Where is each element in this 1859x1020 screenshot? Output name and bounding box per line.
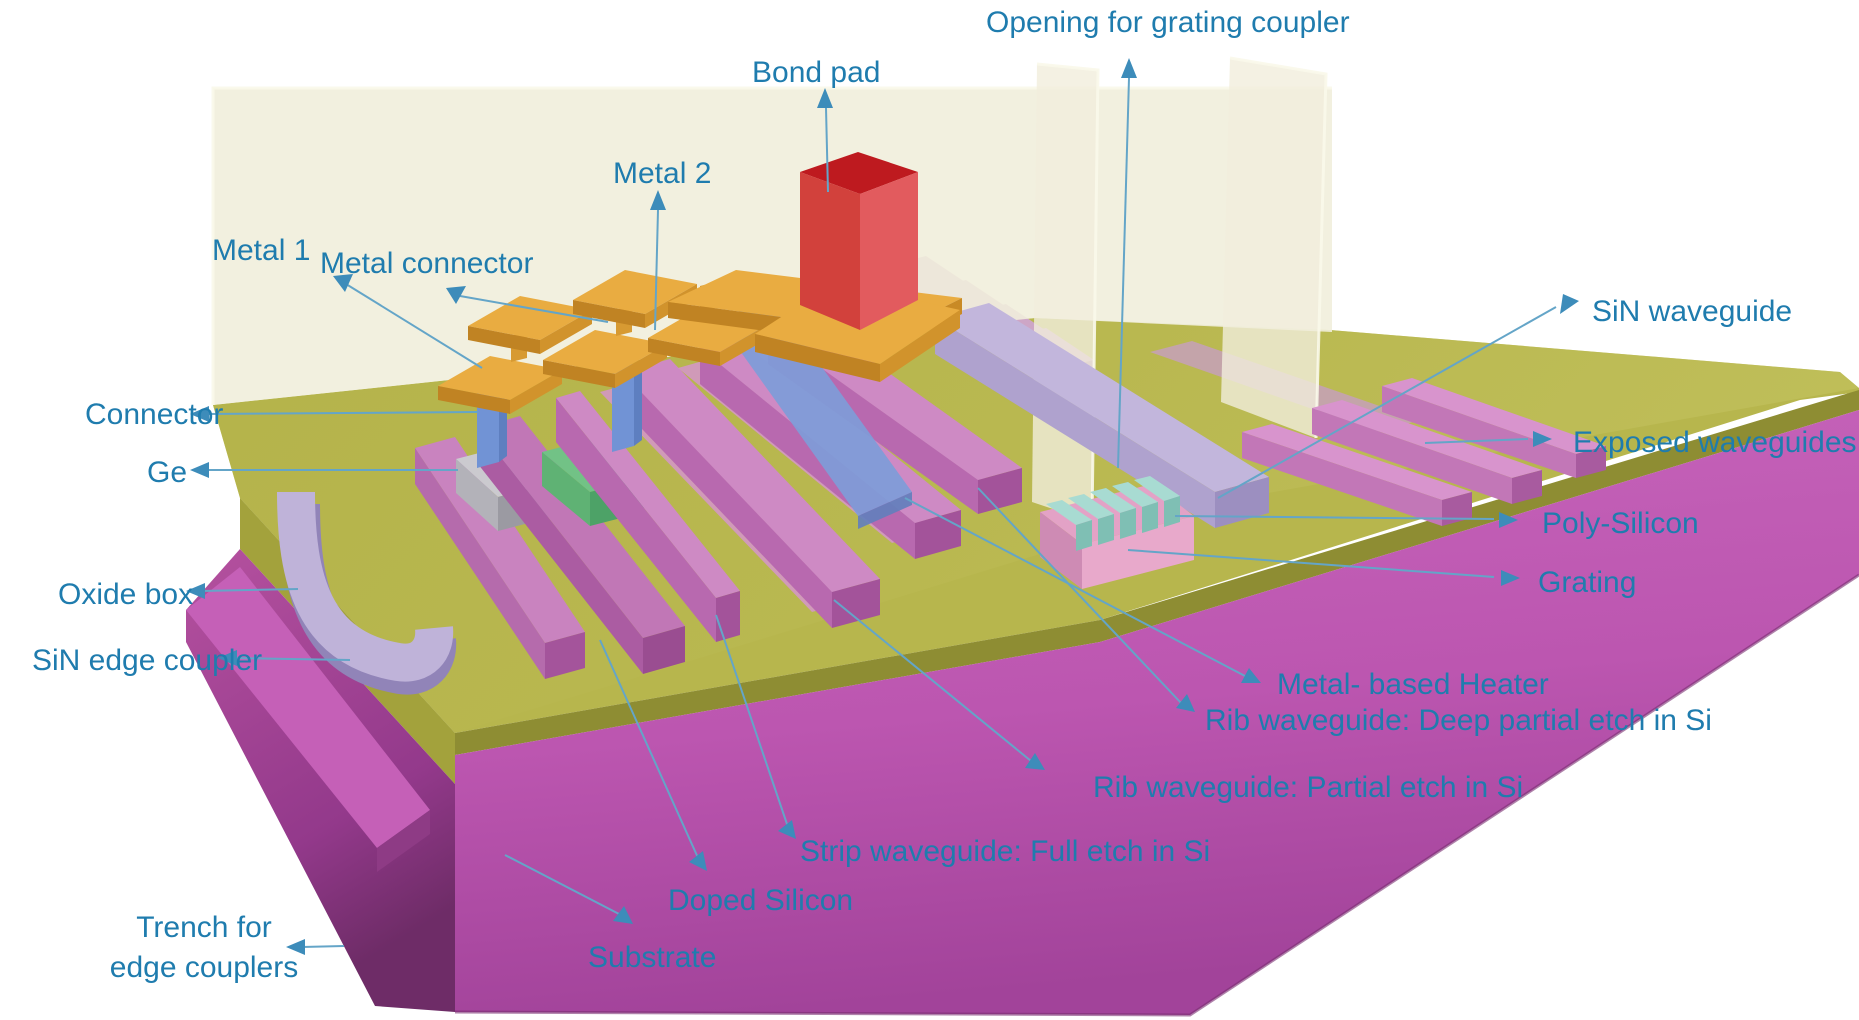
label-metal-2: Metal 2 [613,157,711,190]
arrow-oxide-box [186,583,205,599]
label-trench-line1: Trench for [136,911,272,944]
arrow-metal-1 [333,274,353,292]
rib-waveguide-partial-shape [600,359,880,628]
arrow-rib-partial [1025,753,1045,770]
arrow-metal-2 [650,190,666,210]
label-grating: Grating [1538,566,1636,599]
arrow-metal-connector [446,286,466,304]
arrow-sin-waveguide [1560,294,1579,314]
sin-waveguide-shape [935,303,1269,528]
grating-shape [1040,476,1194,589]
label-exposed-waveguides: Exposed waveguides [1573,426,1857,459]
strip-waveguide-shape [556,391,740,642]
bond-pad-shape [755,152,960,382]
label-poly-silicon: Poly-Silicon [1542,507,1699,540]
label-substrate: Substrate [588,941,716,974]
label-bond-pad: Bond pad [752,56,880,89]
metal-stack-1 [438,296,592,414]
label-metal-1: Metal 1 [212,234,310,267]
arrow-grating [1501,570,1520,586]
cladding-right-wall [1221,58,1326,438]
arrow-poly-silicon [1499,512,1518,528]
label-trench-line2: edge couplers [110,951,298,984]
heater-tip-face [858,492,912,529]
arrow-bond-pad [817,88,833,108]
arrow-substrate [613,906,633,924]
substrate-front-face [455,410,1859,1015]
arrow-opening [1121,58,1137,78]
label-strip-waveguide: Strip waveguide: Full etch in Si [800,835,1210,868]
label-rib-waveguide-partial: Rib waveguide: Partial etch in Si [1093,771,1523,804]
label-metal-connector: Metal connector [320,247,533,280]
substrate-bottom-edge [454,573,1859,1017]
labels: Opening for grating coupler Bond pad Met… [32,6,1857,984]
arrow-strip-waveguide [778,820,796,839]
arrow-connector [190,406,209,422]
exposed-waveguides-shape [1242,378,1606,526]
metal-layers [438,152,962,529]
poly-silicon-caps [1046,476,1180,551]
arrow-heater [1241,668,1261,683]
arrow-trench [286,939,305,955]
cladding-opening-slab [1032,64,1098,522]
arrow-exposed [1533,431,1552,447]
arrow-ge [190,462,209,478]
oxide-box-front-edge [455,390,1859,755]
label-sin-waveguide: SiN waveguide [1592,295,1792,328]
label-opening-for-grating-coupler: Opening for grating coupler [986,6,1350,39]
trench-ledge-top [186,567,430,848]
sin-edge-coupler-shape [277,491,457,695]
ge-detector-bar [415,437,585,679]
label-doped-silicon: Doped Silicon [668,884,853,917]
trench-ledge-lip [377,810,430,872]
label-sin-edge-coupler: SiN edge coupler [32,644,262,677]
arrow-rib-deep [1176,694,1195,712]
label-oxide-box: Oxide box [58,578,193,611]
arrow-doped-silicon [689,851,707,871]
leader-lines [186,58,1579,955]
arrow-sin-edge-coupler [218,650,237,666]
label-ge: Ge [147,456,187,489]
label-metal-based-heater: Metal- based Heater [1277,668,1549,701]
label-rib-waveguide-deep: Rib waveguide: Deep partial etch in Si [1205,704,1712,737]
label-connector: Connector [85,398,223,431]
